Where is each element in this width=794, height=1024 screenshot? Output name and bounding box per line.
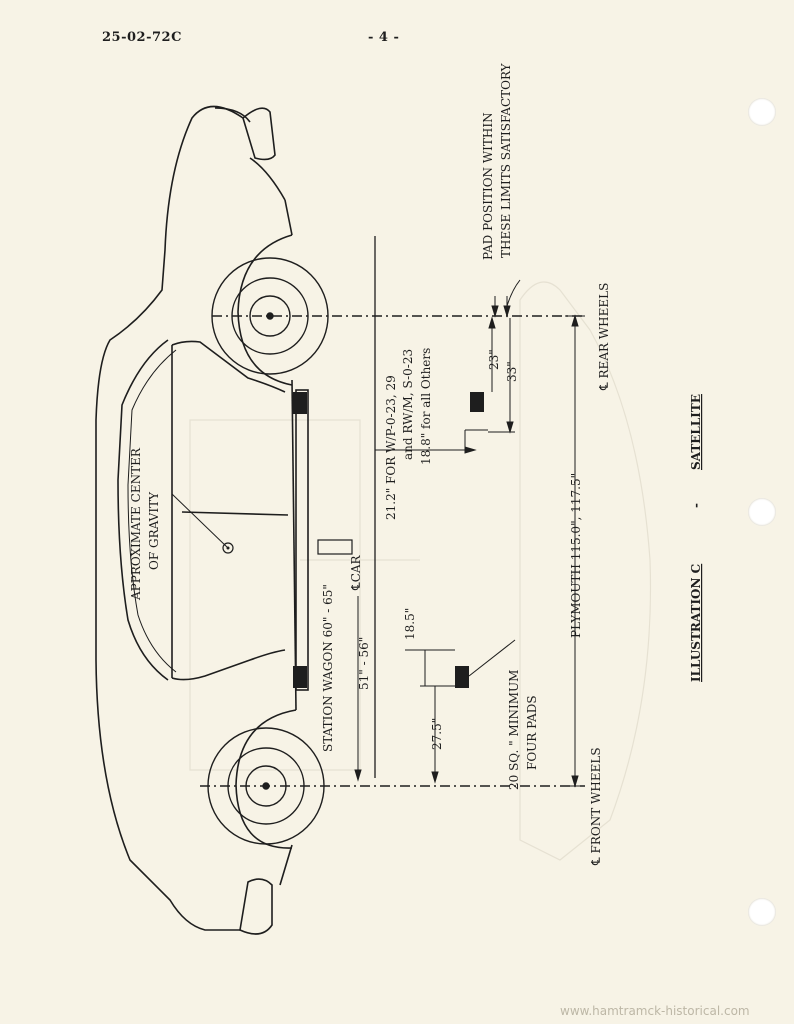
page-number: - 4 - [368,30,400,45]
car-body-outline [95,105,309,935]
rear-wheels-label: ℄ REAR WHEELS [597,283,611,391]
front-wheels-label: ℄ FRONT WHEELS [589,747,603,866]
center-of-gravity-label-1: APPROXIMATE CENTER [129,447,143,601]
window-trim [127,349,177,673]
dimension-lines [354,279,585,788]
binder-hole-bottom [748,898,776,926]
dimension-23: 23" [487,349,501,370]
rear-wheel [211,257,329,375]
model-title: SATELLITE [689,394,703,470]
station-wagon-label: STATION WAGON 60" - 65" [321,584,335,752]
car-centerline-label: ℄CAR [349,554,363,591]
binder-hole-middle [748,498,776,526]
pad-marker-rear [470,392,484,412]
pads-label-2: FOUR PADS [525,695,539,770]
pad-marker-front [455,666,469,688]
document-number: 25-02-72C [102,30,182,45]
dimension-21-2: 21.2" FOR W/P-0-23, 29 [384,375,398,520]
dimension-51-56: 51" - 56" [357,637,371,690]
illustration-title: ILLUSTRATION C [689,564,703,682]
dimension-21-2-b: and RW/M, S-0-23 [401,349,415,460]
dimension-27-5: 27.5" [430,718,444,750]
rotated-labels: PAD POSITION WITHIN THESE LIMITS SATISFA… [129,62,703,866]
title-dash: - [689,503,703,508]
dimension-18-8: 18.8" for all Others [419,348,433,465]
pads-label-1: 20 SQ. " MINIMUM [507,670,521,790]
rear-lift-pad [293,392,307,414]
center-of-gravity-marker [171,493,234,554]
wheelbase-label: PLYMOUTH 115.0", 117.5" [569,473,583,638]
dimension-33: 33" [505,361,519,382]
pad-position-label-1: PAD POSITION WITHIN [481,112,495,260]
watermark-url: www.hamtramck-historical.com [560,1004,750,1018]
car-centerline-post [317,236,376,778]
bleed-through [189,281,652,861]
pad-position-label-2: THESE LIMITS SATISFACTORY [499,62,513,258]
front-lift-pad [293,666,307,688]
dimension-18-5: 18.5" [403,608,417,640]
binder-hole-top [748,98,776,126]
center-of-gravity-label-2: OF GRAVITY [147,491,161,570]
